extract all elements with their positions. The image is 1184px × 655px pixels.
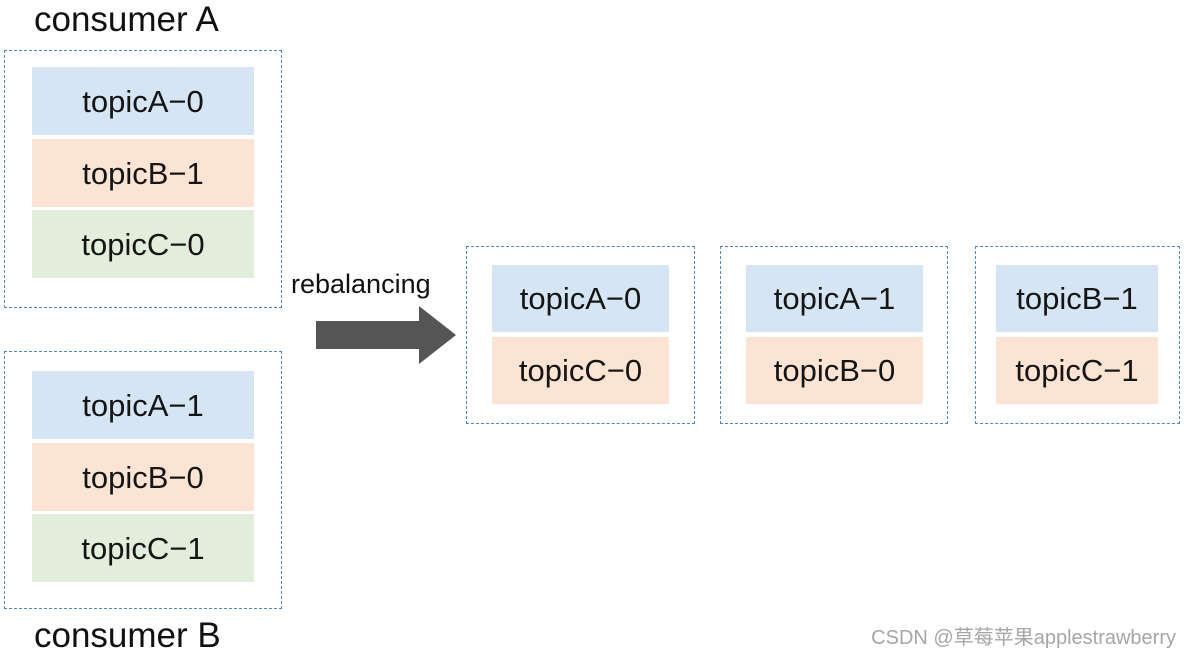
rebalanced-consumer-1-partition-1: topicA−0	[492, 265, 669, 332]
consumer-a-partition-1: topicA−0	[32, 67, 254, 135]
rebalanced-consumer-2-group: topicA−1 topicB−0	[720, 246, 948, 424]
rebalanced-consumer-1-partition-2: topicC−0	[492, 337, 669, 404]
rebalanced-consumer-2-partition-1: topicA−1	[746, 265, 923, 332]
consumer-a-label: consumer A	[34, 0, 219, 39]
rebalanced-consumer-3-partition-2: topicC−1	[996, 337, 1158, 404]
rebalanced-consumer-3-group: topicB−1 topicC−1	[975, 246, 1180, 424]
rebalancing-arrow-icon	[316, 306, 456, 364]
rebalanced-consumer-3-partition-1: topicB−1	[996, 265, 1158, 332]
rebalancing-label: rebalancing	[291, 269, 431, 299]
consumer-b-partition-2: topicB−0	[32, 443, 254, 511]
consumer-a-partition-3: topicC−0	[32, 210, 254, 278]
watermark-text: CSDN @草莓苹果applestrawberry	[871, 627, 1176, 649]
consumer-b-partition-3: topicC−1	[32, 514, 254, 582]
rebalanced-consumer-2-partition-2: topicB−0	[746, 337, 923, 404]
consumer-a-partition-2: topicB−1	[32, 139, 254, 207]
consumer-b-partition-1: topicA−1	[32, 371, 254, 439]
consumer-a-group: topicA−0 topicB−1 topicC−0	[4, 50, 282, 308]
consumer-b-group: topicA−1 topicB−0 topicC−1	[4, 351, 282, 609]
rebalanced-consumer-1-group: topicA−0 topicC−0	[466, 246, 695, 424]
consumer-b-label: consumer B	[34, 616, 221, 655]
